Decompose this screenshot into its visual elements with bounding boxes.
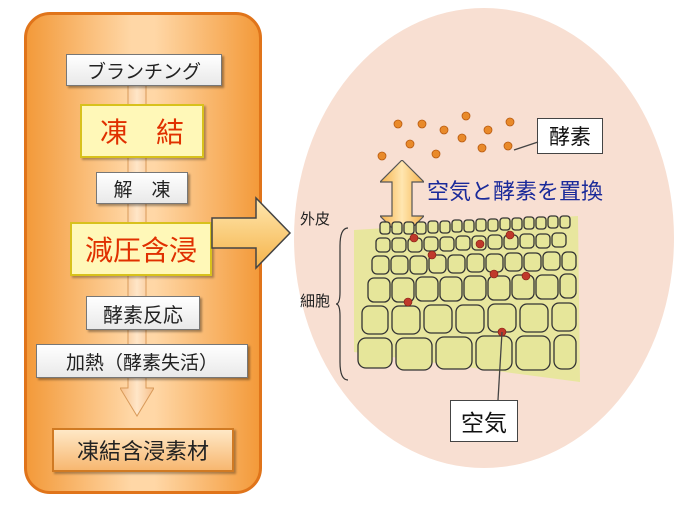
- step-enzyme-reaction: 酵素反応: [86, 296, 200, 330]
- step-freezing: 凍 結: [80, 104, 204, 158]
- cells-label: 細胞: [300, 292, 331, 310]
- enzyme-callout: 酵素: [537, 118, 603, 154]
- air-callout-pointer: [497, 331, 503, 401]
- cells-brace: [336, 227, 349, 381]
- enzyme-callout-pointer: [513, 141, 539, 151]
- air-callout: 空気: [450, 400, 518, 442]
- outer-skin-label: 外皮: [300, 210, 331, 228]
- exchange-label: 空気と酵素を置換: [427, 180, 604, 205]
- tissue-cross-section: [354, 215, 580, 382]
- transition-arrow: [211, 196, 292, 270]
- enzyme-particles: [377, 111, 515, 161]
- step-final-material: 凍結含浸素材: [52, 428, 234, 472]
- step-blanching: ブランチング: [66, 54, 222, 86]
- step-heat-inactivation: 加熱（酵素失活）: [36, 344, 248, 378]
- step-vacuum-impregnation: 減圧含浸: [70, 222, 212, 276]
- exchange-double-arrow: [380, 160, 424, 238]
- step-thawing: 解 凍: [96, 172, 188, 204]
